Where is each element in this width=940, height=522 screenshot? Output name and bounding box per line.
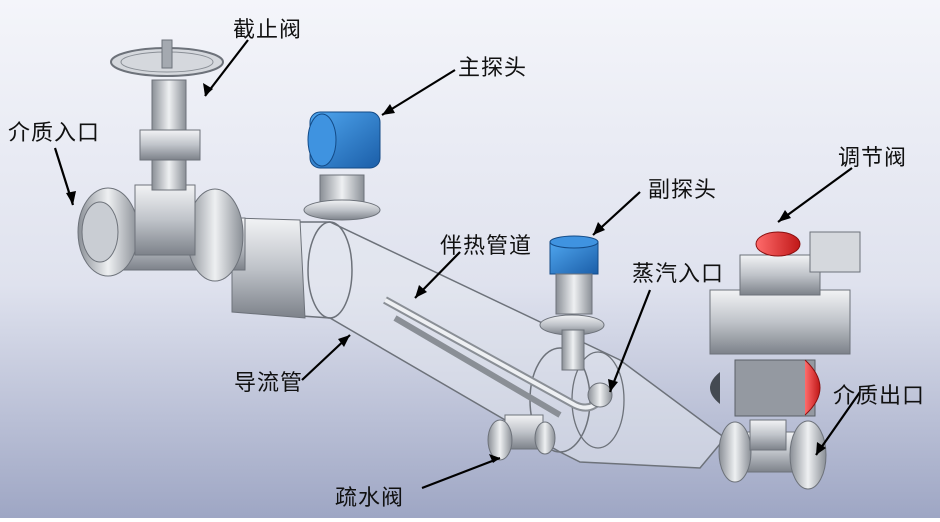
label-shutoff-valve: 截止阀 — [233, 18, 303, 43]
arrow-medium-outlet — [815, 391, 861, 456]
label-drain-valve: 疏水阀 — [335, 486, 405, 511]
label-medium-inlet: 介质入口 — [8, 121, 101, 146]
arrow-steam-inlet — [608, 289, 652, 393]
guide-pipe-body — [231, 217, 727, 469]
main-probe — [303, 111, 381, 221]
outlet-pipe — [718, 419, 827, 490]
label-guide-pipe: 导流管 — [234, 371, 304, 396]
arrowhead-heat-tracing-pipe — [415, 285, 427, 298]
arrow-drain-valve — [421, 456, 501, 490]
arrow-main-probe — [381, 69, 456, 116]
heat-tracing-tube — [383, 296, 613, 418]
arrowhead-drain-valve — [489, 454, 500, 463]
label-secondary-probe: 副探头 — [648, 178, 718, 203]
arrowhead-medium-outlet — [816, 442, 826, 455]
arrow-shutoff-valve — [204, 39, 249, 97]
arrowhead-control-valve — [778, 210, 791, 222]
arrow-control-valve — [777, 167, 853, 223]
label-control-valve: 调节阀 — [838, 146, 908, 171]
arrow-heads — [66, 83, 826, 463]
arrowhead-main-probe — [382, 104, 395, 115]
inlet-pipe — [77, 184, 246, 282]
drain-valve — [487, 414, 556, 461]
arrowhead-secondary-probe — [593, 222, 605, 235]
shutoff-valve — [110, 39, 224, 191]
arrowhead-steam-inlet — [608, 379, 618, 392]
label-heat-tracing-pipe: 伴热管道 — [440, 234, 533, 259]
label-main-probe: 主探头 — [458, 56, 528, 81]
label-steam-inlet: 蒸汽入口 — [632, 262, 725, 287]
arrowhead-shutoff-valve — [203, 83, 213, 96]
arrowhead-guide-pipe — [338, 335, 350, 347]
secondary-probe — [539, 235, 605, 371]
control-valve — [709, 231, 861, 417]
arrowhead-medium-inlet — [66, 191, 76, 205]
label-medium-outlet: 介质出口 — [833, 384, 926, 409]
